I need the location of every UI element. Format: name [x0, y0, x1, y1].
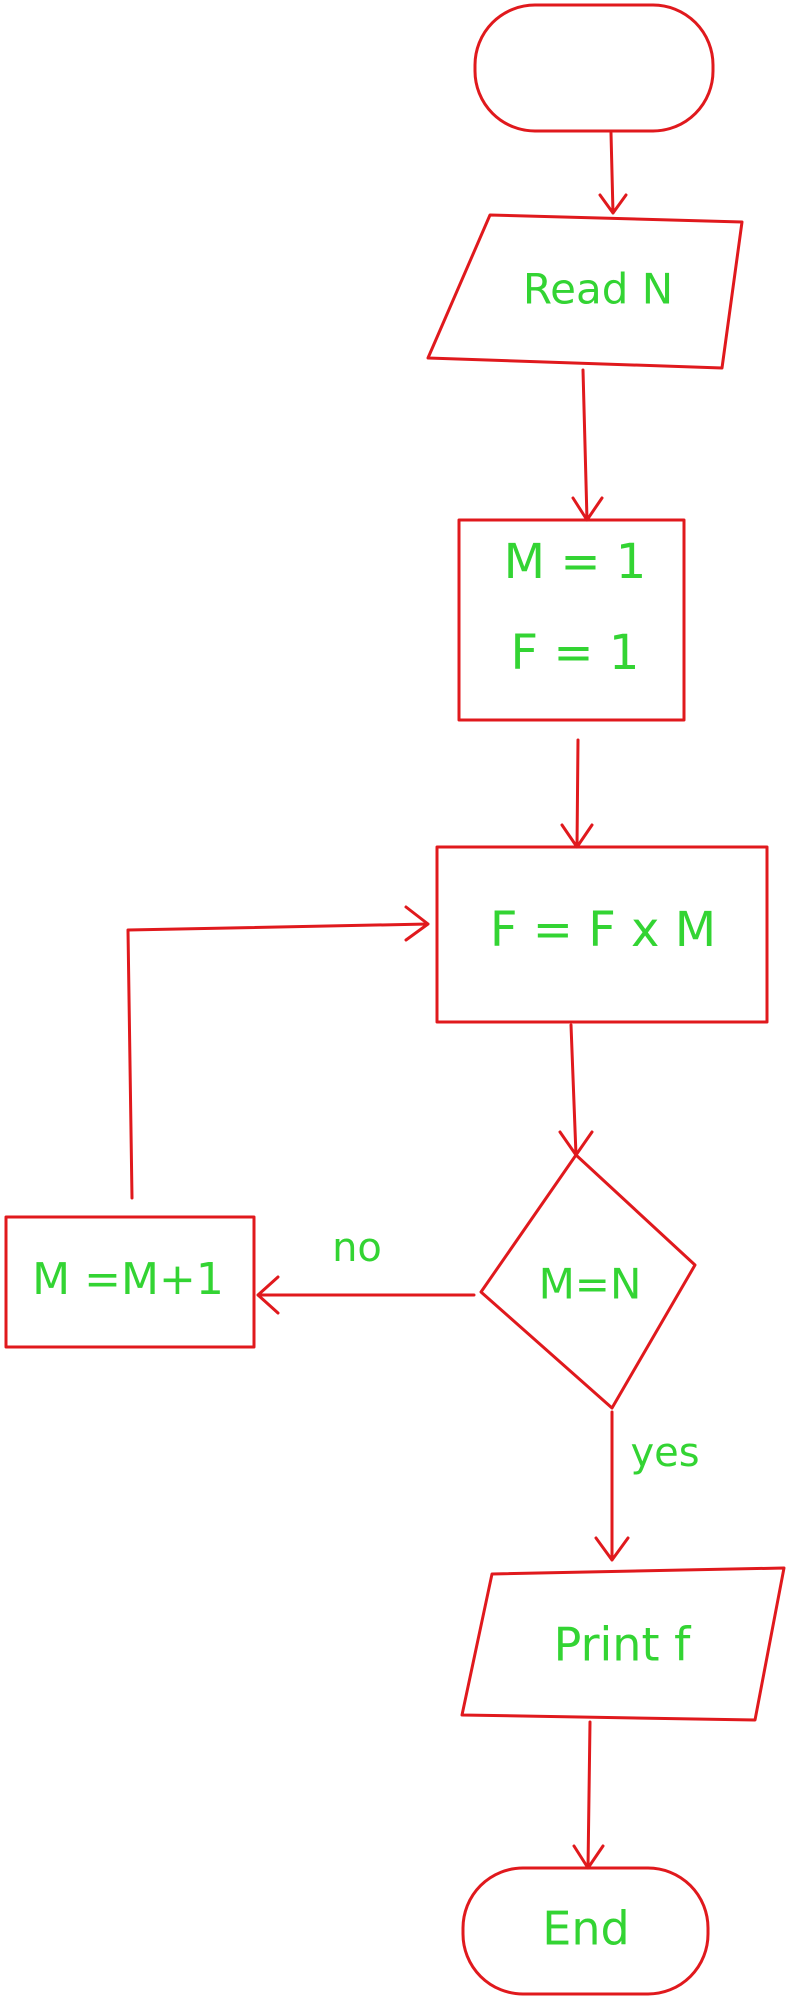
increment-label: M =M+1 [32, 1254, 224, 1305]
compute-label: F = F x M [490, 902, 716, 958]
yes-edge-label: yes [630, 1430, 699, 1476]
start-terminal [473, 3, 715, 133]
edge-compute-to-check [558, 1023, 594, 1157]
edge-init-to-compute [560, 738, 594, 849]
init-f-label: F = 1 [511, 625, 640, 681]
end-label: End [542, 1902, 629, 1956]
edge-increment-to-compute [126, 905, 430, 1200]
compute-process-box [435, 845, 769, 1024]
init-process-box [457, 518, 686, 722]
print-label: Print f [554, 1618, 692, 1672]
no-edge-label: no [332, 1225, 382, 1271]
end-terminal [461, 1866, 710, 1996]
edge-print-to-end [572, 1720, 605, 1870]
edge-check-to-increment [256, 1275, 476, 1315]
check-label: M=N [539, 1260, 642, 1309]
edge-check-to-print [594, 1410, 630, 1562]
edge-read-to-init [571, 368, 604, 522]
print-parallelogram [460, 1566, 786, 1722]
edge-start-to-read [598, 131, 628, 215]
check-decision-diamond [479, 1153, 697, 1410]
init-m-label: M = 1 [504, 534, 647, 590]
read-n-label: Read N [523, 265, 673, 314]
read-n-parallelogram [426, 213, 744, 370]
increment-process-box [4, 1215, 256, 1349]
